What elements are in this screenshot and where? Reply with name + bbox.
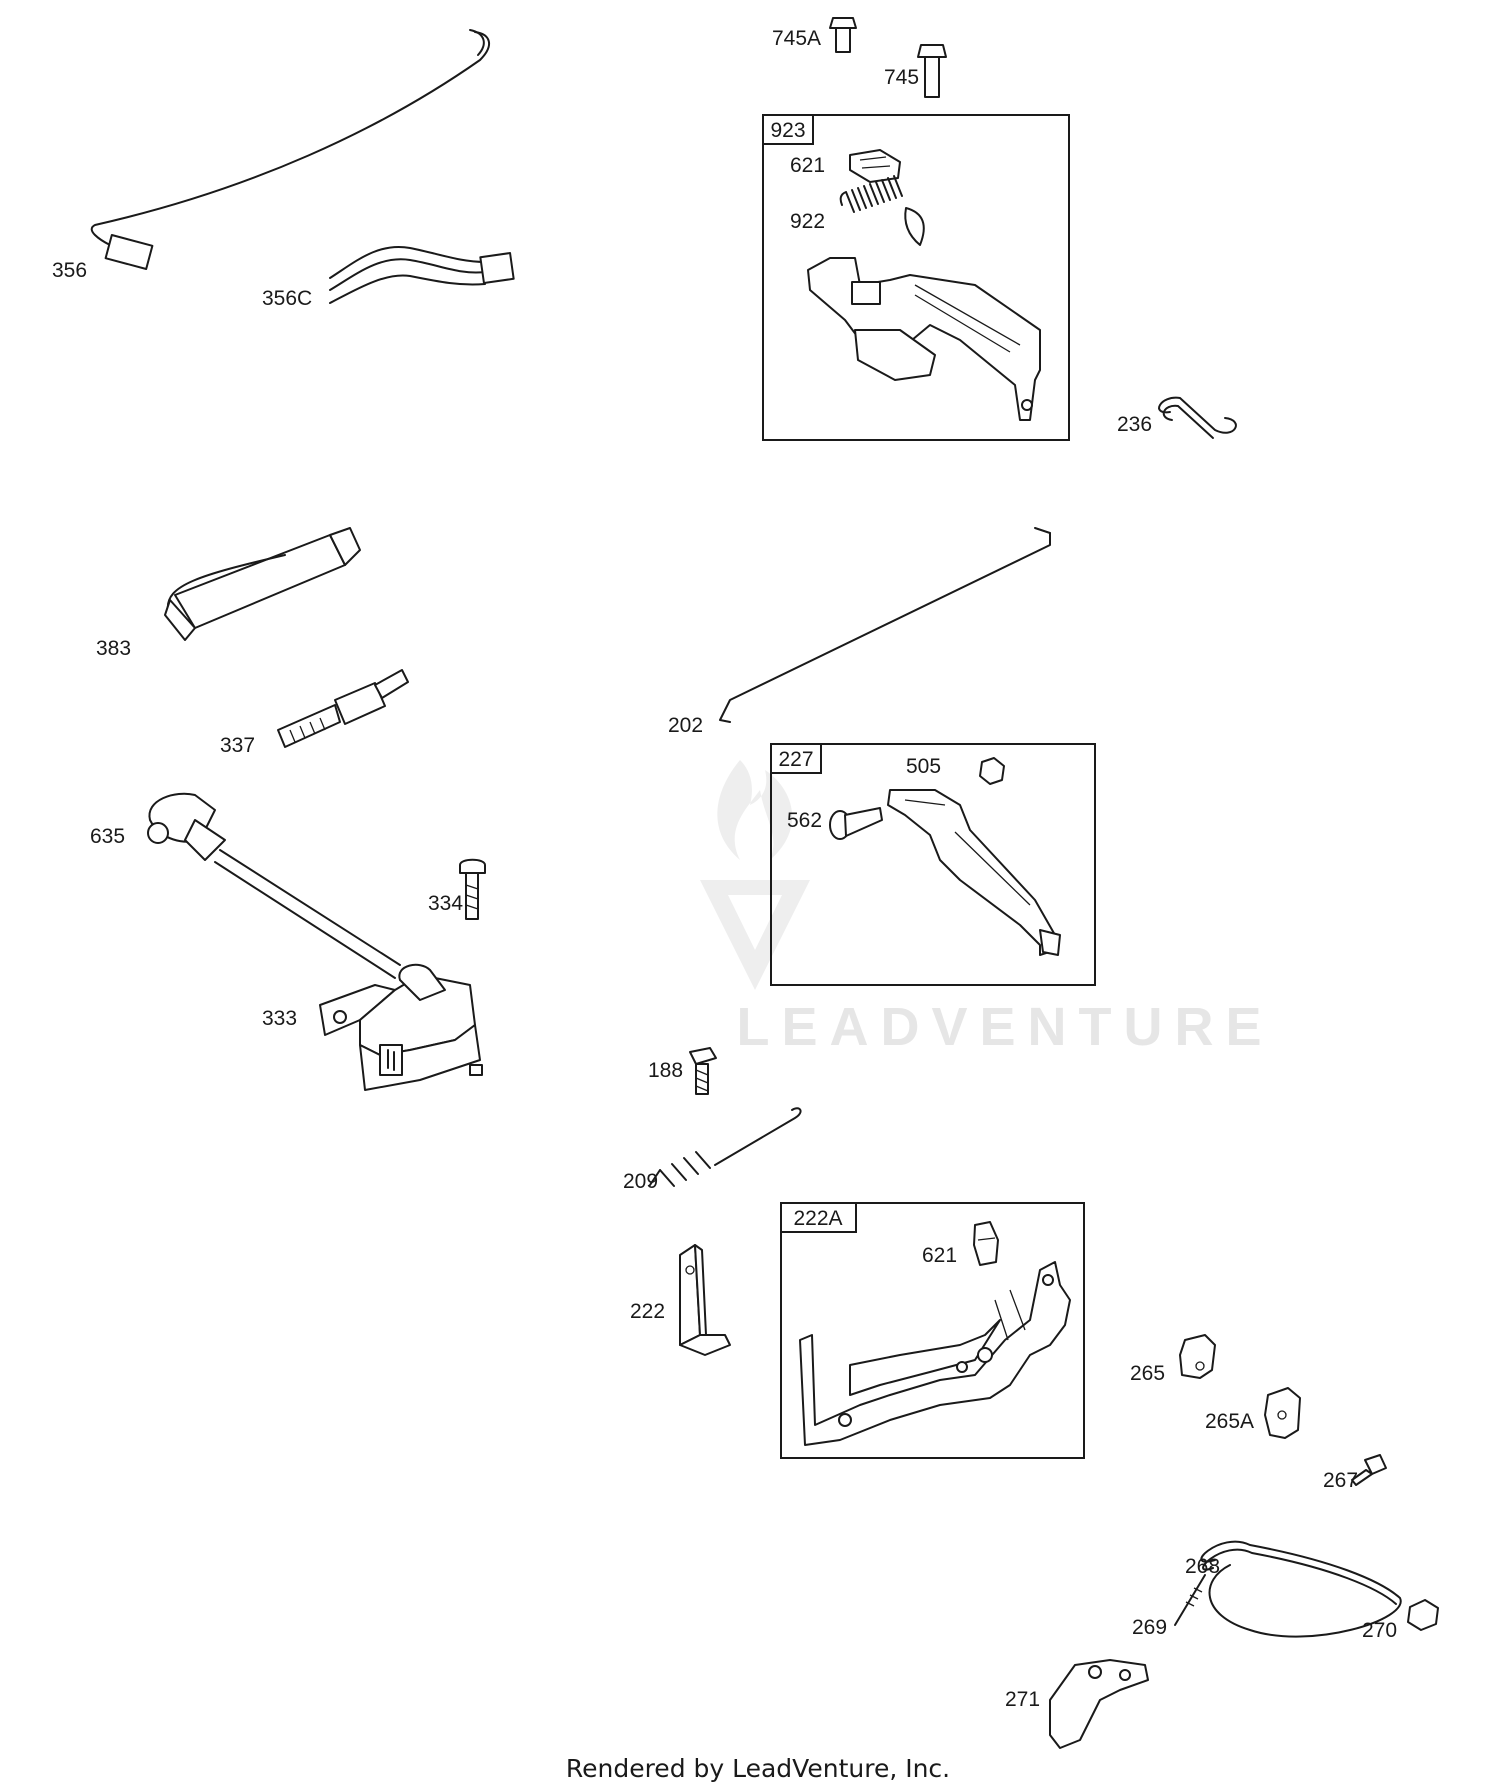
callout-271: 271 [1005,1688,1040,1711]
callout-922: 922 [790,210,825,233]
callout-356C: 356C [262,287,312,310]
bolt-745A [829,17,857,53]
link-236 [1158,396,1237,439]
pin-562 [829,807,883,840]
wire-356 [90,29,490,271]
callout-265: 265 [1130,1362,1165,1385]
callout-334: 334 [428,892,463,915]
callout-222: 222 [630,1300,665,1323]
kit-label-box-227 [770,743,822,774]
sparkplug-337 [277,669,409,748]
harness-356C [329,245,515,304]
governor-bracket-222A [799,1261,1071,1446]
clip-621-kit222A [973,1221,999,1266]
clip-621-kit923 [849,149,901,183]
callout-209: 209 [623,1170,658,1193]
callout-188: 188 [648,1059,683,1082]
callout-337: 337 [220,734,255,757]
coil-333 [319,963,483,1091]
bolt-334 [459,858,486,920]
nut-270 [1407,1599,1439,1631]
callout-621-kit923: 621 [790,154,825,177]
screw-188 [689,1047,717,1095]
kit-label-227: 227 [778,748,813,771]
callout-635: 635 [90,825,125,848]
cable-268 [1200,1540,1402,1638]
callout-202: 202 [668,714,703,737]
spring-209 [649,1107,802,1187]
kit-box-923 [762,114,1070,441]
bracket-265A [1264,1387,1301,1439]
nut-505 [979,757,1005,785]
callout-265A: 265A [1205,1410,1254,1433]
screw-267 [1351,1454,1387,1486]
kit-box-227 [770,743,1096,986]
throttle-bracket-923 [807,257,1041,421]
callout-269: 269 [1132,1616,1167,1639]
kit-label-box-222A [780,1202,857,1233]
kit-label-923: 923 [770,119,805,142]
callout-562: 562 [787,809,822,832]
callout-270: 270 [1362,1619,1397,1642]
callout-505: 505 [906,755,941,778]
callout-383: 383 [96,637,131,660]
tool-383 [164,527,361,641]
bracket-265 [1179,1334,1216,1379]
kit-label-222A: 222A [793,1207,842,1230]
ignition-lead-635 [147,792,401,979]
callout-745A: 745A [772,27,821,50]
bracket-222 [679,1244,731,1356]
watermark-logo [700,760,810,990]
callout-745: 745 [884,66,919,89]
lever-227 [887,789,1061,956]
callout-267: 267 [1323,1469,1358,1492]
callout-356: 356 [52,259,87,282]
callout-236: 236 [1117,413,1152,436]
kit-label-box-923 [762,114,814,145]
clamp-271 [1049,1659,1149,1749]
kit-box-222A [780,1202,1085,1459]
bolt-745 [917,44,947,98]
watermark-text: LEADVENTURE [736,997,1273,1057]
callout-268: 268 [1185,1555,1220,1578]
footer-credit: Rendered by LeadVenture, Inc. [566,1754,950,1783]
callout-333: 333 [262,1007,297,1030]
cable-end-269 [1174,1574,1206,1626]
spring-922 [839,175,925,246]
callout-621-kit222A: 621 [922,1244,957,1267]
rod-202 [719,527,1051,723]
